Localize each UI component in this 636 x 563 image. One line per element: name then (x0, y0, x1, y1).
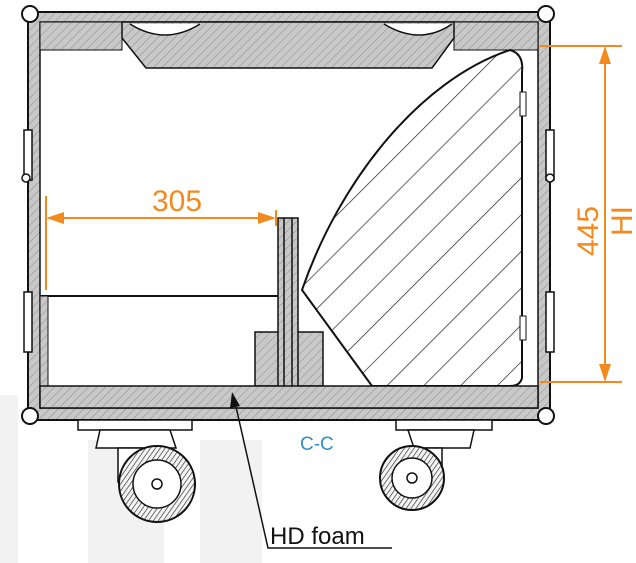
section-label: C-C (300, 434, 334, 455)
corner-ball-fittings (21, 5, 555, 425)
divider-wall (277, 217, 299, 409)
height-dimension (540, 45, 622, 383)
width-dimension (45, 196, 277, 290)
right-caster (379, 419, 493, 511)
speaker-horn-section (300, 48, 527, 387)
hd-foam-leader (230, 392, 392, 549)
height-dimension-value: 445 (572, 206, 605, 256)
left-caster (77, 419, 196, 523)
height-code-label: HI (606, 206, 636, 236)
side-latch-hardware (21, 129, 555, 353)
hd-foam-callout: HD foam (270, 523, 365, 550)
width-dimension-value: 305 (152, 185, 202, 218)
bottom-foam (39, 385, 539, 409)
lid-foam-insert (39, 21, 539, 69)
